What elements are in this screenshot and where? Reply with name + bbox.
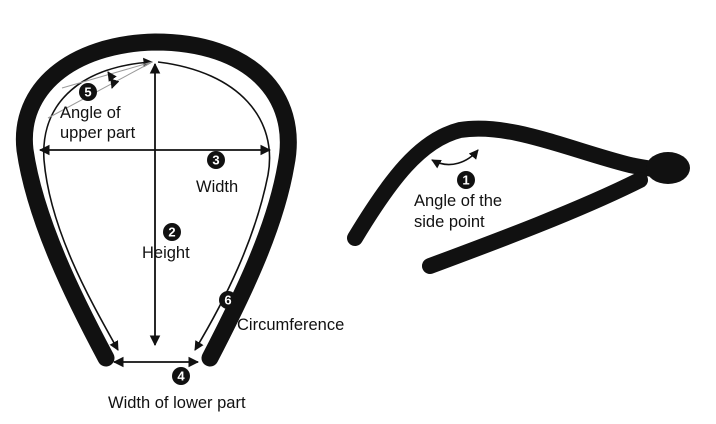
width-lower-label: Width of lower part [108, 394, 246, 412]
angle-upper-label-line2: upper part [60, 124, 136, 142]
angle-upper-label-line1: Angle of [60, 104, 121, 122]
svg-text:3: 3 [212, 153, 219, 168]
angle-side-label-line2: side point [414, 213, 485, 231]
marker-2: 2 [163, 223, 181, 241]
side-lower-stroke [422, 172, 648, 274]
marker-4: 4 [172, 367, 190, 385]
front-outline [15, 33, 297, 367]
height-label: Height [142, 244, 190, 262]
side-tip [646, 152, 690, 184]
svg-text:4: 4 [177, 369, 185, 384]
upper-angle-guides [47, 61, 153, 119]
marker-1: 1 [457, 171, 475, 189]
circumference-label: Circumference [237, 316, 344, 334]
circumference-left-arrow [43, 57, 153, 351]
svg-text:5: 5 [84, 85, 91, 100]
side-angle-arc [431, 149, 479, 169]
svg-text:2: 2 [168, 225, 175, 240]
upper-angle-arc [107, 71, 120, 89]
svg-text:6: 6 [224, 293, 231, 308]
marker-6: 6 [219, 291, 237, 309]
circumference-right-arrow [157, 61, 271, 351]
width-label: Width [196, 178, 238, 196]
marker-5: 5 [79, 83, 97, 101]
svg-text:1: 1 [462, 173, 469, 188]
marker-3: 3 [207, 151, 225, 169]
angle-side-label-line1: Angle of the [414, 192, 502, 210]
